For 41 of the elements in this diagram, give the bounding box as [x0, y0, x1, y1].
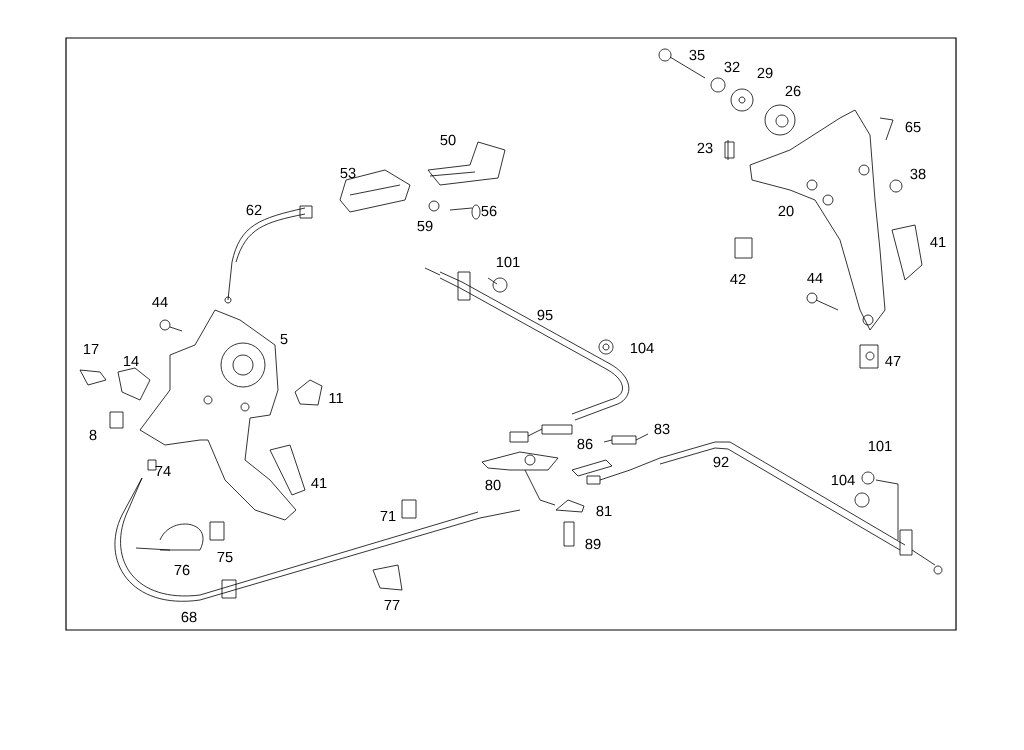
callout-number: 101	[868, 440, 892, 452]
callout-number: 41	[311, 477, 327, 489]
callout-number: 95	[537, 309, 553, 321]
callout-number: 56	[481, 205, 497, 217]
callout-number: 68	[181, 611, 197, 623]
callout-number: 62	[246, 204, 262, 216]
callout-number: 71	[380, 510, 396, 522]
callout-number: 92	[713, 456, 729, 468]
callout-number: 59	[417, 220, 433, 232]
callout-number: 20	[778, 205, 794, 217]
callout-number: 74	[155, 465, 171, 477]
callout-number: 53	[340, 167, 356, 179]
callout-number: 17	[83, 343, 99, 355]
callout-number: 8	[89, 429, 97, 441]
callout-number: 81	[596, 505, 612, 517]
callout-number: 86	[577, 438, 593, 450]
callout-number: 104	[831, 474, 855, 486]
callout-number: 26	[785, 85, 801, 97]
callout-number: 32	[724, 61, 740, 73]
callout-number: 44	[807, 272, 823, 284]
callout-number: 104	[630, 342, 654, 354]
callout-number: 47	[885, 355, 901, 367]
callout-number: 77	[384, 599, 400, 611]
callout-number: 41	[930, 236, 946, 248]
callout-number: 42	[730, 273, 746, 285]
callout-number: 83	[654, 423, 670, 435]
callout-number: 76	[174, 564, 190, 576]
callout-number: 65	[905, 121, 921, 133]
callout-number: 11	[329, 392, 343, 404]
callout-number: 29	[757, 67, 773, 79]
callout-number: 14	[123, 355, 139, 367]
callout-number: 44	[152, 296, 168, 308]
callout-number: 101	[496, 256, 520, 268]
callout-number: 75	[217, 551, 233, 563]
callout-number: 23	[697, 142, 713, 154]
callout-number: 5	[280, 333, 288, 345]
callout-number: 50	[440, 134, 456, 146]
callout-number: 38	[910, 168, 926, 180]
callout-number: 89	[585, 538, 601, 550]
callout-number: 35	[689, 49, 705, 61]
callout-number: 80	[485, 479, 501, 491]
